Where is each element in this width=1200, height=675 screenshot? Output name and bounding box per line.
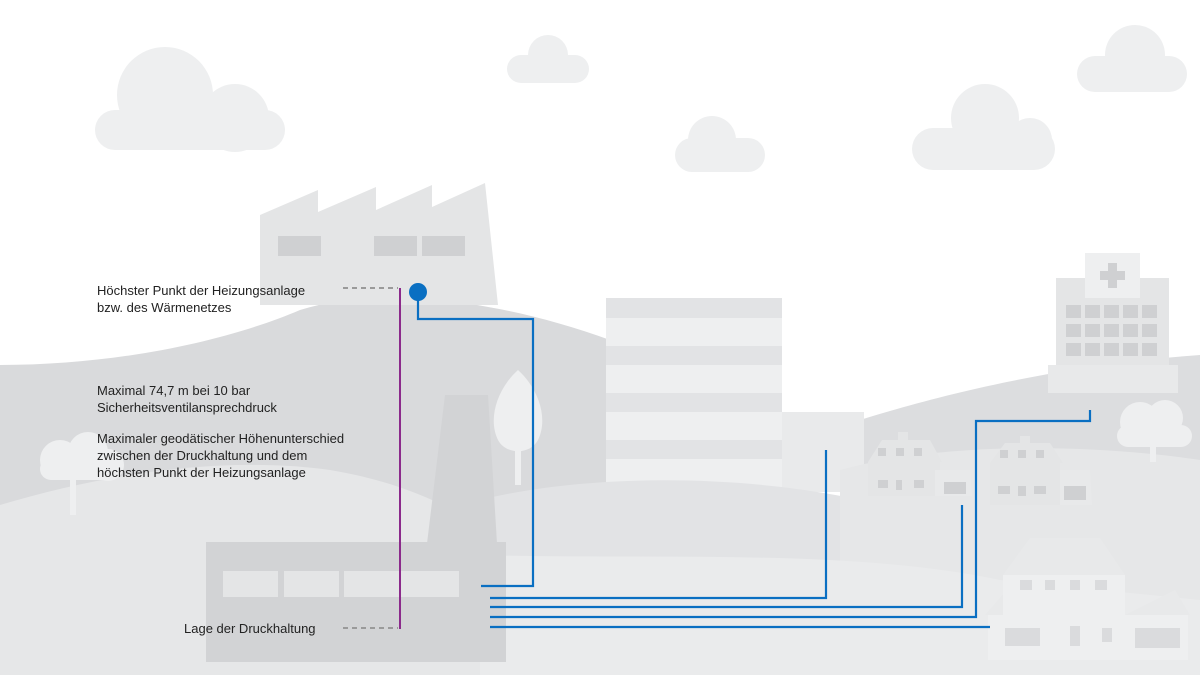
- label-highest-point-line1: Höchster Punkt der Heizungsanlage: [97, 283, 306, 298]
- house-small-1: [868, 432, 972, 496]
- heating-plant: [206, 395, 506, 662]
- label-max-height-line1: Maximal 74,7 m bei 10 bar: [97, 383, 251, 398]
- clouds: [95, 25, 1187, 172]
- cloud-icon: [507, 35, 589, 83]
- cloud-icon: [95, 47, 285, 152]
- tree-icon: [40, 432, 124, 515]
- circle-marker-icon: [409, 283, 427, 301]
- label-highest-point: Höchster Punkt der Heizungsanlage bzw. d…: [97, 282, 305, 316]
- tree-icon: [1117, 400, 1192, 462]
- house-small-2: [990, 436, 1092, 505]
- label-geodetic-difference: Maximaler geodätischer Höhenunterschied …: [97, 430, 344, 481]
- hospital-building: [1048, 253, 1178, 393]
- pipe-to-office: [490, 450, 828, 600]
- pipe-to-highest-point: [416, 292, 535, 588]
- label-max-height-line2: Sicherheitsventilansprechdruck: [97, 400, 277, 415]
- label-highest-point-line2: bzw. des Wärmenetzes: [97, 300, 232, 315]
- label-geodetic-line1: Maximaler geodätischer Höhenunterschied: [97, 431, 345, 446]
- label-pressure-position-line1: Lage der Druckhaltung: [184, 621, 316, 636]
- factory-building: [260, 183, 498, 305]
- cloud-icon: [675, 116, 765, 172]
- label-geodetic-line3: höchsten Punkt der Heizungsanlage: [97, 465, 306, 480]
- hospital-cross-icon: [1100, 263, 1125, 288]
- pipe-network: [416, 292, 1092, 629]
- pipe-to-hospital: [490, 410, 1092, 619]
- cloud-icon: [1077, 25, 1187, 92]
- pipe-to-house-small-2: [490, 505, 964, 609]
- label-max-height: Maximal 74,7 m bei 10 bar Sicherheitsven…: [97, 382, 277, 416]
- house-large: [985, 538, 1190, 660]
- cloud-icon: [912, 84, 1055, 170]
- label-geodetic-line2: zwischen der Druckhaltung und dem: [97, 448, 308, 463]
- tree-icon: [493, 370, 543, 485]
- label-pressure-position: Lage der Druckhaltung: [184, 620, 316, 637]
